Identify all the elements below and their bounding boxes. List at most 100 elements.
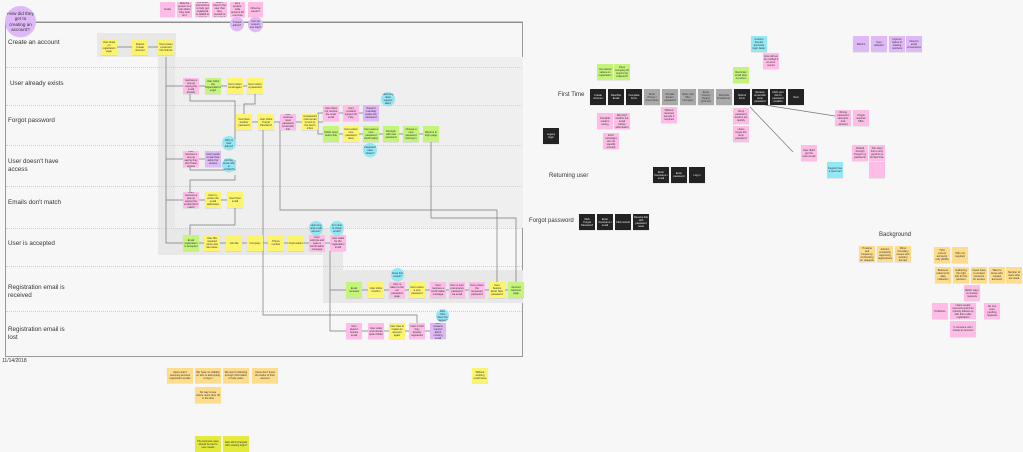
sticky-note[interactable]: Metrics [853,36,869,52]
sticky-note[interactable]: If login requires MFA [853,110,869,126]
sticky-note[interactable]: Support has a reset tool [827,162,843,178]
sticky-note[interactable]: Support manually resets the password [363,105,379,121]
journey-step-card[interactable]: Next [788,89,804,105]
sticky-note[interactable] [869,162,885,178]
sticky-note[interactable]: User contacts support about missing emai… [430,323,446,339]
sticky-note[interactable]: The reset link is only good for a limite… [869,145,885,161]
sticky-note[interactable]: User Selects Enter New password [489,282,505,298]
sticky-note[interactable]: Was the person in a role where they took… [177,2,192,17]
sticky-note[interactable]: Org/Location [288,235,304,251]
sticky-note[interactable]: Are there instructions to help get regis… [195,2,210,17]
sticky-note[interactable]: User clicks Confirm [368,282,384,298]
journey-step-card[interactable]: Enter Phone / Area Name [644,89,660,105]
question-bubble[interactable]: How long until email arrives? [309,221,323,235]
sticky-note[interactable]: Possible email is wrong [597,113,613,129]
journey-step-card[interactable]: Receive email with temp password [752,89,768,105]
sticky-note[interactable]: If someone can't create an account [950,321,976,337]
sticky-note[interactable]: Number of users who are stuck [1006,267,1022,283]
sticky-note[interactable]: Phone number [268,235,284,251]
sticky-note[interactable]: TOU current accounts only (2018) [934,247,950,263]
sticky-note[interactable]: Need to avoid conversions [906,36,922,52]
sticky-note[interactable]: We don't confirm the email before submis… [614,113,630,129]
question-bubble[interactable]: Do they know who to contact? [222,158,236,172]
sticky-note[interactable]: User tries to create an account again [389,323,405,339]
sticky-note[interactable]: The business case should be tied to user… [195,436,221,452]
sticky-note[interactable]: User is taken to the set password page [389,282,405,298]
question-bubble[interactable]: Trusted admin? [230,17,244,31]
sticky-note[interactable]: Company [247,235,263,251]
sticky-note[interactable]: Returns to login page [423,126,439,142]
sticky-note[interactable]: User receives a confirmation message [430,282,446,298]
sticky-note[interactable]: User clicks the Organization's Login [205,78,221,94]
question-bubble[interactable]: Does link expire? [391,268,404,281]
journey-step-card[interactable]: Create Account [590,89,606,105]
journey-step-card[interactable]: Complete Form [626,89,642,105]
sticky-note[interactable]: Clicks reset button link [323,126,339,142]
sticky-note[interactable]: Without received sample if required [661,107,677,123]
sticky-note[interactable]: Problems [932,303,948,319]
sticky-note[interactable]: Want to know who creates accounts [989,267,1005,283]
sticky-note[interactable]: Updated as a system-wide account for one… [230,2,245,17]
sticky-note[interactable]: Goals [160,2,175,17]
sticky-note[interactable]: User enters a password [247,78,263,94]
sticky-note[interactable]: Selects Create Account [132,39,148,55]
sticky-note[interactable]: SSO not required [952,247,968,263]
sticky-note[interactable]: User clicks 'Forgot Password' [258,114,274,130]
sticky-note[interactable]: A password reset email is sent to the us… [302,114,318,130]
journey-step-card[interactable]: Enter Job Title / Company [680,89,696,105]
sticky-note[interactable]: Without existing email issue [472,368,488,383]
sticky-note[interactable]: Choose a new password and log in [403,126,419,142]
sticky-note[interactable]: Admins constantly approving registration… [877,246,893,262]
sticky-note[interactable]: User fills required name and last name [204,235,220,251]
sticky-note[interactable]: Gathering the right info for the partner… [953,267,969,283]
sticky-note[interactable]: Error messages are not specific enough [603,133,619,149]
question-circle[interactable]: How did they get to creating an account? [5,6,36,37]
sticky-note[interactable]: User needs to ask their admin for access [205,151,221,167]
journey-step-card[interactable]: Log in [689,167,705,183]
sticky-note[interactable]: User is told they already registered [409,323,425,339]
journey-step-card[interactable]: Receive link with password reset [633,214,649,230]
journey-step-card[interactable]: Enter Country Region (pick list) [698,89,714,105]
sticky-note[interactable]: Account welcome page [508,282,524,298]
sticky-note[interactable]: Better ways to resolve requests [964,285,980,301]
sticky-note[interactable]: Observe issues? [248,2,263,17]
sticky-note[interactable]: User submits and sees a confirmation mes… [309,235,325,251]
sticky-note[interactable]: User does not receive the reset email [323,105,339,121]
sticky-note[interactable]: User doesn't receive email [346,323,362,339]
journey-step-card[interactable]: Click 'Forgot Password' [579,214,595,230]
question-bubble[interactable]: Who is their admin? [222,136,236,150]
sticky-note[interactable]: User sees a new password confirmation [363,126,379,142]
sticky-note[interactable]: No one sees pending requests [984,303,1000,319]
sticky-note[interactable]: Users aren't receiving account registrat… [167,368,193,383]
sticky-note[interactable]: User fixes email [227,192,243,208]
sticky-note[interactable]: User enters email again [227,78,243,94]
question-bubble[interactable]: How long does support take? [381,92,395,106]
sticky-note[interactable]: User receives a pop-up saying the emails… [183,192,199,208]
sticky-note[interactable]: User didn't get the reset email [801,145,817,161]
journey-step-card[interactable]: Click submit [615,214,631,230]
sticky-note[interactable]: No way to see where users drop off in th… [195,387,221,403]
sticky-note[interactable]: Email registration is accepted [183,235,199,251]
sticky-note[interactable]: User lands on registration page [101,39,117,55]
question-bubble[interactable]: Can we support one step? [248,17,263,32]
sticky-note[interactable]: User receives a pop-up saying they don't… [183,151,199,167]
sticky-note[interactable]: User contacts support for help [343,105,359,121]
sticky-note[interactable]: Job title [226,235,242,251]
sticky-note[interactable]: Does company-ID need to be collected? [614,64,630,80]
sticky-note[interactable]: Re-login with new password [383,126,399,142]
journey-step-card[interactable]: Describe Email [608,89,624,105]
sticky-note[interactable]: We aren't collecting enough information … [223,368,249,383]
journey-step-card[interactable]: Enter password [671,167,687,183]
sticky-note[interactable]: User likes another password [236,114,252,130]
sticky-note[interactable]: We have no visibility on who is attempti… [195,368,221,383]
sticky-note[interactable]: Timeline and frequency of checking on re… [859,246,875,262]
question-bubble[interactable]: Is it clear to check email? [330,221,344,235]
sticky-note[interactable]: Our placed values on registration [597,64,613,80]
sticky-note[interactable]: User waits for the registration email [330,235,346,251]
sticky-note[interactable]: Clicked through 'Forgot my password' [852,145,868,161]
sticky-note[interactable]: Users create accounts and then nobody fo… [950,303,976,319]
sticky-note[interactable]: Improve status of sharing numbers [889,36,905,52]
sticky-note[interactable]: How will we be notified if an error occu… [763,53,779,69]
journey-step-card[interactable]: Provide Email / password [662,89,678,105]
sticky-note[interactable]: User enters email and hits Submit [158,39,174,55]
